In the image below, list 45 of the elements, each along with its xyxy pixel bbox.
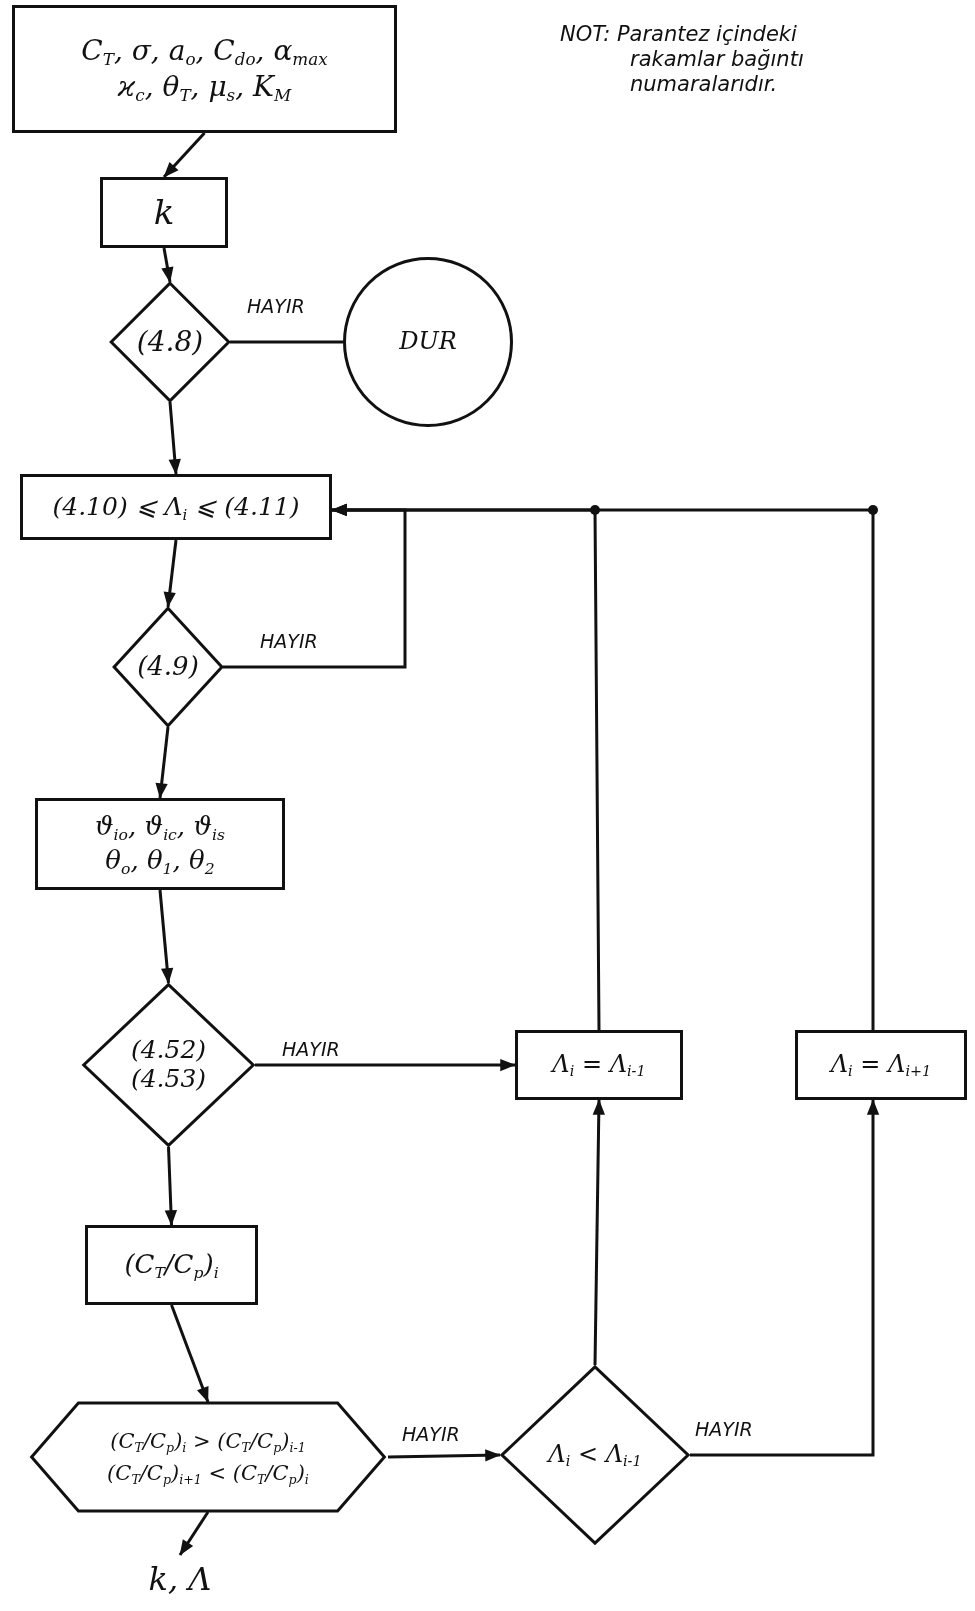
connector-arrow <box>161 247 174 283</box>
box-text: (C$_{T}$/C$_{p}$)$_{i}$ <box>124 1250 219 1280</box>
box-text: (4.10) ⩽ Λ$_{i}$ ⩽ (4.11) <box>52 492 300 522</box>
condition-hexagon <box>28 1402 388 1512</box>
box-text: ϰ$_{c}$, θ$_{T}$, μ$_{s}$, K$_{M}$ <box>117 71 292 104</box>
connector-arrow <box>162 132 206 178</box>
connector-arrow <box>158 889 174 984</box>
process-box <box>85 1225 258 1305</box>
diamond-text: Λ$_{i}$ < Λ$_{i-1}$ <box>548 1441 642 1469</box>
process-box <box>515 1030 683 1100</box>
box-text: k <box>153 192 175 233</box>
connector-arrow <box>592 1099 605 1366</box>
note-text: NOT: Parantez içindeki rakamlar bağıntı numaralarıdır. <box>560 22 805 98</box>
process-box <box>35 798 285 890</box>
connector-arrow <box>163 539 178 608</box>
process-box <box>20 474 332 540</box>
circle-text: DUR <box>399 328 457 356</box>
decision-diamond <box>110 282 230 402</box>
hexagon-text: (C$_{T}$/C$_{p}$)$_{i+1}$ < (C$_{T}$/C$_{p}$)$_{i}$ <box>107 1461 309 1486</box>
decision-diamond <box>113 607 223 727</box>
diamond-text: (4.8) <box>136 325 204 359</box>
box-text: θ$_{o}$, θ$_{1}$, θ$_{2}$ <box>105 846 215 876</box>
decision-diamond <box>500 1365 690 1545</box>
process-box <box>100 177 228 248</box>
connector-arrow <box>331 503 875 1030</box>
diamond-text: (4.52) <box>130 1036 207 1065</box>
connector-arrow <box>255 1058 516 1072</box>
connector-arrow <box>155 726 170 799</box>
connector-arrow <box>164 1146 178 1226</box>
hexagon-text: (C$_{T}$/C$_{p}$)$_{i}$ > (C$_{T}$/C$_{p}$)$_{i-1}$ <box>110 1428 306 1453</box>
box-text: C$_{T}$, σ, a$_{o}$, C$_{do}$, α$_{max}$ <box>81 34 328 67</box>
connector-arrow <box>178 1511 210 1556</box>
connector-arrow <box>170 1304 210 1403</box>
connector-arrow <box>690 1099 880 1457</box>
connector-arrow <box>387 1449 501 1462</box>
diamond-text: (4.53) <box>130 1065 207 1094</box>
connector-arrow <box>168 401 181 475</box>
diamond-text: (4.9) <box>137 652 199 682</box>
decision-diamond <box>82 983 255 1147</box>
box-text: ϑ$_{io}$, ϑ$_{ic}$, ϑ$_{is}$ <box>95 812 225 842</box>
process-box <box>12 5 397 133</box>
box-text: Λ$_{i}$ = Λ$_{i-1}$ <box>552 1051 646 1079</box>
process-box <box>795 1030 967 1100</box>
formula-text: k, Λ <box>148 1560 212 1598</box>
box-text: Λ$_{i}$ = Λ$_{i+1}$ <box>830 1051 932 1079</box>
